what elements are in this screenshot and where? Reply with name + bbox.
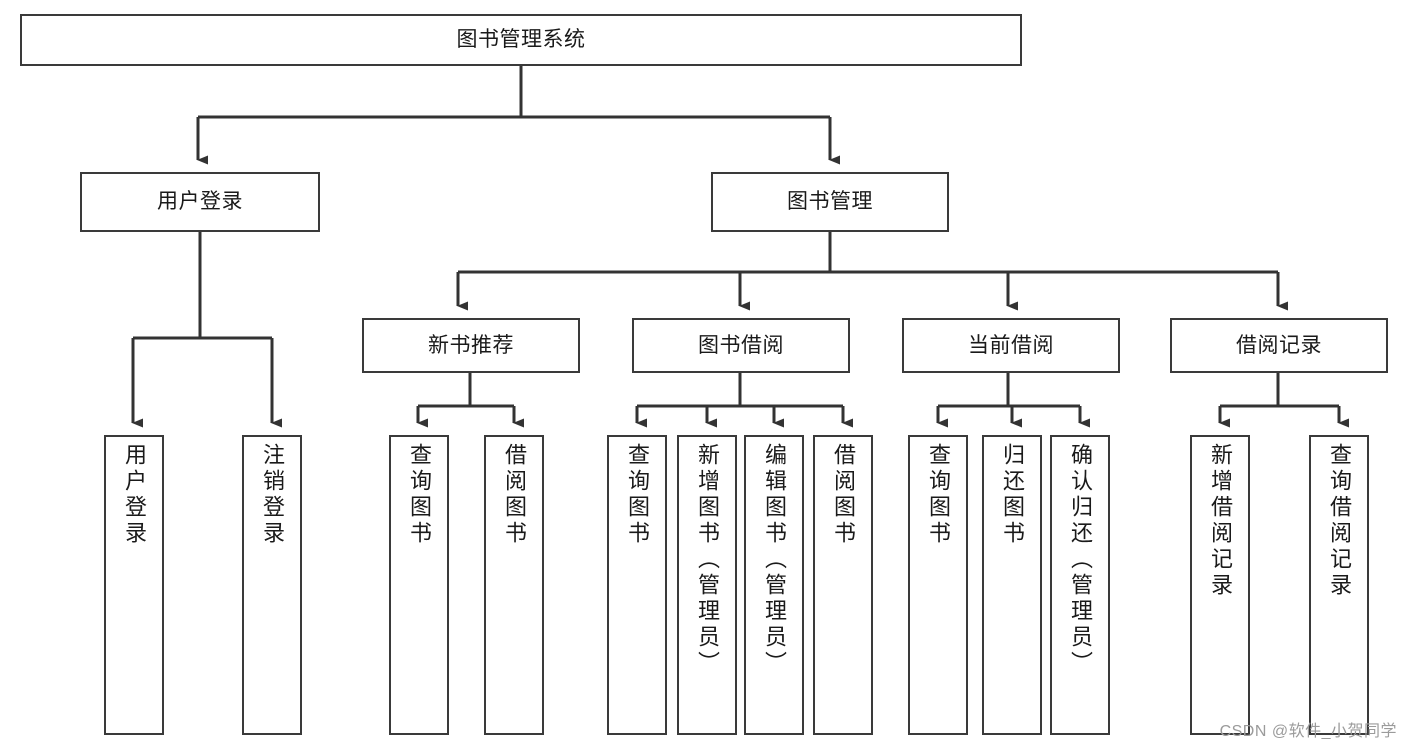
node-leaf-borrow-book-2-label: 借阅图书 [831,443,856,547]
edge-group-current-borrow [936,373,1090,428]
node-leaf-edit-book-label: 编辑图书（管理员） [762,443,787,677]
node-leaf-return-book-label: 归还图书 [1000,443,1025,547]
node-borrow-record[interactable]: 借阅记录 [1170,318,1388,373]
node-leaf-return-book[interactable]: 归还图书 [982,435,1042,735]
edge-group-root [196,66,840,165]
csdn-watermark: CSDN @软件_小贺同学 [1219,723,1397,740]
node-book-manage-label: 图书管理 [787,190,873,214]
node-book-borrow-label: 图书借阅 [698,333,784,357]
node-leaf-query-record[interactable]: 查询借阅记录 [1309,435,1369,735]
node-root[interactable]: 图书管理系统 [20,14,1022,66]
node-leaf-confirm-return-label: 确认归还（管理员） [1068,443,1093,677]
edge-group-borrow-record [1218,373,1349,428]
node-leaf-query-book-3[interactable]: 查询图书 [908,435,968,735]
edge-group-new-book-recommend [416,373,524,428]
node-leaf-query-book-1[interactable]: 查询图书 [389,435,449,735]
node-leaf-user-login[interactable]: 用户登录 [104,435,164,735]
node-new-book-recommend-label: 新书推荐 [428,333,514,357]
node-user-login-label: 用户登录 [157,190,243,214]
node-leaf-confirm-return[interactable]: 确认归还（管理员） [1050,435,1110,735]
edge-group-book-manage [456,232,1288,311]
edge-group-book-borrow [635,373,853,428]
node-leaf-logout-label: 注销登录 [260,443,285,547]
node-leaf-borrow-book-1[interactable]: 借阅图书 [484,435,544,735]
node-leaf-query-book-3-label: 查询图书 [926,443,951,547]
node-book-manage[interactable]: 图书管理 [711,172,949,232]
node-leaf-edit-book[interactable]: 编辑图书（管理员） [744,435,804,735]
node-leaf-query-record-label: 查询借阅记录 [1327,443,1352,599]
node-user-login[interactable]: 用户登录 [80,172,320,232]
node-new-book-recommend[interactable]: 新书推荐 [362,318,580,373]
node-leaf-add-book-label: 新增图书（管理员） [695,443,720,677]
edge-group-user-login [131,232,282,428]
node-leaf-add-record-label: 新增借阅记录 [1208,443,1233,599]
node-leaf-query-book-1-label: 查询图书 [407,443,432,547]
node-leaf-add-book[interactable]: 新增图书（管理员） [677,435,737,735]
node-leaf-user-login-label: 用户登录 [122,443,147,547]
node-leaf-borrow-book-2[interactable]: 借阅图书 [813,435,873,735]
node-leaf-borrow-book-1-label: 借阅图书 [502,443,527,547]
node-leaf-logout[interactable]: 注销登录 [242,435,302,735]
node-borrow-record-label: 借阅记录 [1236,333,1322,357]
node-current-borrow-label: 当前借阅 [968,333,1054,357]
node-leaf-add-record[interactable]: 新增借阅记录 [1190,435,1250,735]
node-root-label: 图书管理系统 [456,28,586,52]
node-current-borrow[interactable]: 当前借阅 [902,318,1120,373]
node-book-borrow[interactable]: 图书借阅 [632,318,850,373]
node-leaf-query-book-2[interactable]: 查询图书 [607,435,667,735]
node-leaf-query-book-2-label: 查询图书 [625,443,650,547]
